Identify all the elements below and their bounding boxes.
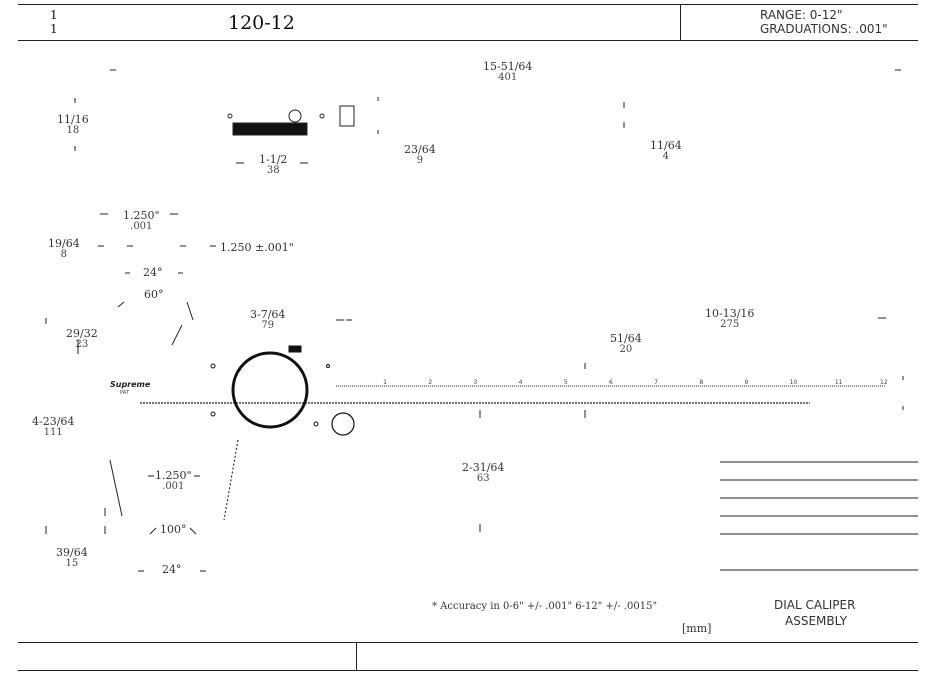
- bottom-border-lower: [18, 670, 918, 671]
- top-jaw-hole: [288, 109, 302, 123]
- dial-lock: [288, 345, 302, 353]
- scale-mark: 8: [699, 379, 703, 386]
- top-view: [74, 69, 901, 164]
- thumb-wheel: [331, 412, 355, 436]
- drawing-title-line1: DIAL CALIPER: [774, 598, 856, 612]
- scale-mark: 11: [835, 379, 843, 386]
- top-jaw-bar: [232, 122, 308, 136]
- tip-detail-top: [45, 213, 216, 354]
- dim-angle-100: 100°: [160, 523, 187, 536]
- bottom-divider: [356, 642, 357, 670]
- main-beam: [140, 317, 904, 418]
- top-divider: [680, 4, 681, 40]
- dim-angle-24-bottom: 24°: [162, 563, 182, 576]
- dial-assembly: [210, 345, 355, 521]
- dial-face: [231, 351, 309, 429]
- top-border: [18, 4, 918, 5]
- scale-mark: 9: [745, 379, 749, 386]
- sheet-bottom-number: 1: [50, 22, 58, 36]
- top-jaw-pin-right: [319, 113, 325, 119]
- accuracy-note: * Accuracy in 0-6" +/- .001" 6-12" +/- .…: [432, 601, 658, 612]
- tip-detail-bottom: [45, 459, 481, 572]
- brand-logo: Supreme: [110, 380, 151, 389]
- bottom-border-upper: [18, 642, 918, 643]
- graduations-label: GRADUATIONS: .001": [760, 22, 888, 36]
- scale-mark: 6: [609, 379, 613, 386]
- scale-mark: 4: [519, 379, 523, 386]
- dim-tip-spec: 1.250 ±.001": [220, 241, 294, 254]
- brand-sub: PAT: [120, 390, 129, 396]
- dim-angle-60: 60°: [144, 288, 164, 301]
- units-label: [mm]: [682, 622, 712, 635]
- dim-tip-width: 1.250".001: [123, 209, 160, 232]
- dim-angle-24-top: 24°: [143, 266, 163, 279]
- scale-mark: 5: [564, 379, 568, 386]
- scale-mark: 7: [654, 379, 658, 386]
- scale-mark: 3: [474, 379, 478, 386]
- scale-mark: 10: [790, 379, 798, 386]
- range-label: RANGE: 0-12": [760, 8, 843, 22]
- revision-block: [720, 461, 918, 571]
- dim-lower-spec: 1.250".001: [155, 469, 192, 492]
- top-border-lower: [18, 40, 918, 41]
- drawing-title-line2: ASSEMBLY: [785, 614, 848, 628]
- scale-mark: 12: [880, 379, 888, 386]
- scale-mark: 2: [428, 379, 432, 386]
- top-jaw-pin-left: [227, 113, 233, 119]
- scale-mark: 1: [383, 379, 387, 386]
- part-number: 120-12: [228, 12, 295, 34]
- sheet-top-number: 1: [50, 8, 58, 22]
- top-jaw-clip: [339, 105, 355, 127]
